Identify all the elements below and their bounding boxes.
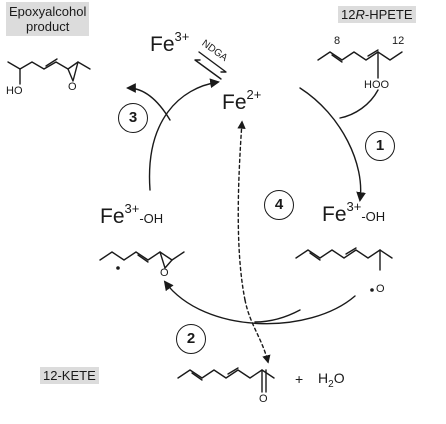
- fe3-oh-left-suffix: -OH: [139, 211, 164, 226]
- epoxy-radical-structure: [99, 251, 185, 269]
- kete-structure: [177, 367, 275, 393]
- hoo-group: HOO: [364, 79, 390, 91]
- epoxy-product-line1: Epoxyalcohol: [9, 4, 87, 19]
- ndga-reverse-arrow: [194, 59, 222, 80]
- fe2-charge: 2+: [246, 87, 262, 102]
- fe3-top-base: Fe: [150, 33, 175, 56]
- step-1-circle: 1: [365, 131, 395, 161]
- alkoxyl-radical-structure: [295, 247, 393, 271]
- step-1-arrow: [299, 87, 366, 202]
- fe3-oh-right-charge: 3+: [346, 199, 362, 214]
- step-4-circle: 4: [264, 190, 294, 220]
- water-subscript: 2: [328, 378, 334, 390]
- epoxide-o-left: O: [160, 267, 169, 279]
- fe3-top: Fe3+: [150, 30, 189, 56]
- fe3-oh-left: Fe3+-OH: [100, 202, 164, 228]
- plus-sign: +: [295, 371, 304, 387]
- ketone-o: O: [259, 393, 268, 405]
- epoxy-product-line2: product: [25, 19, 70, 34]
- fe3-top-charge: 3+: [174, 29, 190, 44]
- hpete-stereo: R: [355, 7, 365, 22]
- hpete-label: 12R-HPETE: [338, 6, 416, 23]
- step-4-arrow-up: [237, 120, 246, 301]
- water-o: O: [333, 370, 345, 386]
- fe2-base: Fe: [222, 91, 247, 114]
- radical-dot-left: [116, 266, 120, 270]
- step-2-arrow: [163, 280, 356, 325]
- water-h: H: [318, 370, 329, 386]
- radical-dot-right: [370, 288, 374, 292]
- epoxide-o-top: O: [68, 81, 77, 93]
- ho-group: HO: [6, 85, 23, 97]
- kete-label: 12-KETE: [40, 367, 99, 384]
- alkoxyl-o: O: [376, 283, 385, 295]
- fe3-oh-right-suffix: -OH: [361, 209, 386, 224]
- fe2-center: Fe2+: [222, 88, 261, 114]
- hpete-structure: [317, 49, 403, 79]
- step-3-arrow: [148, 78, 220, 191]
- step-4-arrow-down: [244, 299, 271, 364]
- ndga-forward-arrow: [198, 51, 227, 73]
- product-release-arrow: [126, 83, 171, 121]
- hpete-name: -HPETE: [364, 7, 413, 22]
- hpete-number: 12: [341, 7, 356, 22]
- carbon-12-label: 12: [392, 35, 405, 47]
- water-label: H2O: [318, 371, 345, 390]
- fe3-oh-right: Fe3+-OH: [322, 200, 386, 226]
- epoxyalcohol-structure: [7, 58, 91, 85]
- kete-exit-arrow: [254, 309, 301, 323]
- hpete-entry-arrow: [339, 89, 379, 119]
- fe3-oh-left-base: Fe: [100, 205, 125, 228]
- carbon-8-label: 8: [334, 35, 341, 47]
- step-2-circle: 2: [176, 324, 206, 354]
- epoxyalcohol-product-label: Epoxyalcohol product: [6, 2, 90, 36]
- fe3-oh-left-charge: 3+: [124, 201, 140, 216]
- fe3-oh-right-base: Fe: [322, 203, 347, 226]
- step-3-circle: 3: [118, 103, 148, 133]
